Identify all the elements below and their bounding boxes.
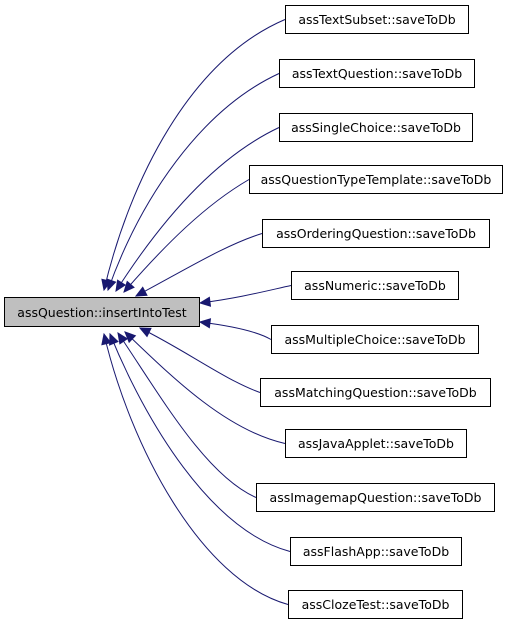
caller-node-label: assClozeTest::saveToDb (301, 597, 450, 612)
caller-node-label: assOrderingQuestion::saveToDb (276, 226, 476, 241)
arrowhead-icon (106, 278, 117, 292)
call-edge (115, 127, 280, 292)
caller-node[interactable]: assOrderingQuestion::saveToDb (262, 219, 490, 248)
arrowhead-icon (115, 279, 127, 293)
arrowhead-icon (117, 331, 129, 345)
arrowhead-icon (101, 332, 112, 346)
call-edge (103, 333, 289, 605)
caller-node[interactable]: assMatchingQuestion::saveToDb (260, 378, 491, 407)
caller-node-label: assTextSubset::saveToDb (298, 12, 456, 27)
call-edge (199, 321, 272, 340)
root-function-label: assQuestion::insertIntoTest (17, 304, 187, 320)
arrowhead-icon (198, 296, 212, 307)
call-edge (139, 327, 261, 393)
arrowhead-icon (134, 286, 148, 297)
caller-node[interactable]: assNumeric::saveToDb (291, 271, 459, 300)
caller-node[interactable]: assClozeTest::saveToDb (288, 590, 463, 619)
caller-node[interactable]: assTextQuestion::saveToDb (279, 59, 475, 88)
arrowhead-icon (138, 327, 152, 338)
caller-node-label: assTextQuestion::saveToDb (291, 66, 463, 81)
caller-node[interactable]: assFlashApp::saveToDb (290, 537, 462, 566)
caller-node-label: assMatchingQuestion::saveToDb (274, 385, 477, 400)
arrowhead-icon (198, 318, 212, 329)
caller-node[interactable]: assJavaApplet::saveToDb (285, 429, 467, 458)
arrowhead-icon (124, 331, 137, 344)
caller-node-label: assImagemapQuestion::saveToDb (269, 490, 482, 505)
caller-node-label: assFlashApp::saveToDb (302, 544, 450, 559)
caller-node-label: assSingleChoice::saveToDb (291, 120, 461, 135)
call-edge (124, 331, 286, 444)
caller-node[interactable]: assTextSubset::saveToDb (285, 5, 469, 34)
caller-node-label: assJavaApplet::saveToDb (298, 436, 454, 451)
call-edge (107, 73, 280, 291)
caller-node[interactable]: assImagemapQuestion::saveToDb (256, 483, 495, 512)
call-edge (123, 179, 250, 293)
call-edge (135, 233, 263, 297)
caller-edges (101, 19, 292, 605)
call-edge (109, 333, 291, 552)
caller-node[interactable]: assQuestionTypeTemplate::saveToDb (249, 165, 503, 194)
call-edge (117, 332, 257, 498)
arrowhead-icon (109, 332, 119, 346)
caller-node-label: assNumeric::saveToDb (304, 278, 446, 293)
caller-node[interactable]: assSingleChoice::saveToDb (279, 113, 473, 142)
caller-node-label: assQuestionTypeTemplate::saveToDb (260, 172, 492, 187)
arrowhead-icon (123, 280, 135, 293)
call-edge (103, 19, 286, 291)
call-edge (199, 285, 292, 304)
caller-node[interactable]: assMultipleChoice::saveToDb (271, 325, 479, 354)
caller-node-label: assMultipleChoice::saveToDb (284, 332, 466, 347)
root-function-node: assQuestion::insertIntoTest (4, 297, 200, 327)
